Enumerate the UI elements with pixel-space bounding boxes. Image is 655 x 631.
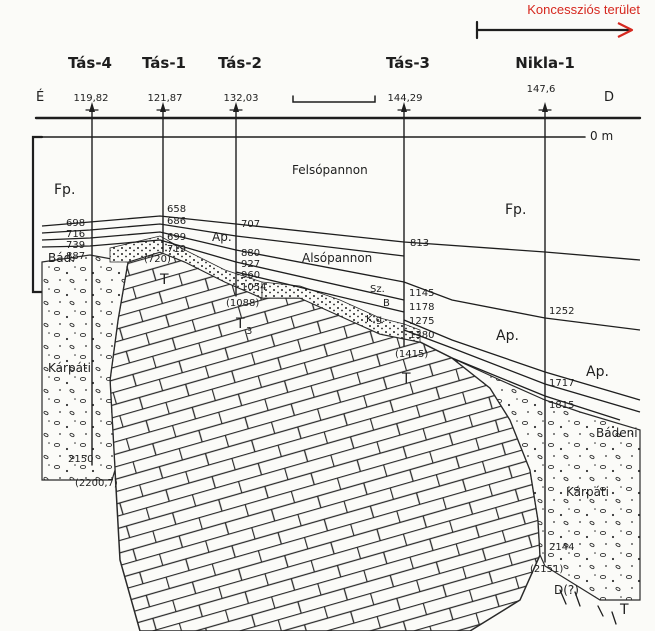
unit-triassic-3: T	[401, 371, 411, 387]
depth-tas2-707: 707	[241, 219, 260, 230]
depth-tas1-bottom: (720)	[144, 254, 171, 265]
depth-tas2-bottom: (1088)	[226, 298, 259, 309]
elevation-nikla-1: 147,6	[527, 84, 556, 95]
unit-triassic-1: T	[159, 272, 169, 288]
well-name-tas-2: Tás-2	[218, 54, 262, 72]
concession-arrow	[475, 20, 634, 40]
unit-triassic-4: T	[619, 602, 629, 618]
unit-ap-right: Ap.	[586, 364, 609, 380]
depth-tas2-1054: 1054	[241, 282, 266, 293]
well-nikla-1	[538, 102, 552, 563]
unit-ap-left: Ap.	[212, 230, 232, 244]
well-name-tas-4: Tás-4	[68, 54, 112, 72]
gravel-layer-left	[109, 235, 263, 299]
compass-south: D	[604, 90, 614, 105]
depth-tas4-739: 739	[66, 240, 85, 251]
depth-nikla1-1252: 1252	[549, 306, 574, 317]
depth-tas3-813: 813	[410, 238, 429, 249]
left-bracket	[31, 135, 44, 294]
elevation-tas-4: 119,82	[74, 93, 109, 104]
unit-fp-right: Fp.	[505, 202, 526, 218]
well-name-tas-1: Tás-1	[142, 54, 186, 72]
unit-sz: Sz.	[370, 284, 385, 295]
unit-ap-mid: Ap.	[496, 328, 519, 344]
unit-kg: K.g.	[366, 314, 385, 325]
depth-tas4-total: (2200,7)	[75, 478, 118, 489]
depth-tas3-1178: 1178	[409, 302, 434, 313]
scale-bar	[292, 95, 376, 103]
depth-nikla1-1815: 1815	[549, 400, 574, 411]
depth-tas4-bottom: 2150	[68, 454, 93, 465]
depth-tas4-887: 887	[66, 251, 85, 262]
compass-north: É	[36, 89, 44, 105]
unit-bad: Bád.	[48, 251, 75, 265]
unit-felsopannon: Felsópannon	[292, 163, 368, 177]
depth-tas3-1380: 1380	[409, 330, 434, 341]
depth-tas4-716: 716	[66, 229, 85, 240]
depth-tas1-699: 699	[167, 232, 186, 243]
well-name-nikla-1: Nikla-1	[515, 54, 575, 72]
concession-label: Koncessziós terület	[527, 2, 640, 17]
depth-nikla1-bottom: (2151)	[530, 564, 563, 575]
depth-nikla1-2144: 2144	[549, 542, 574, 553]
depth-tas3-1275: 1275	[409, 316, 434, 327]
unit-triassic-2: T	[235, 316, 245, 332]
elevation-tas-3: 144,29	[388, 93, 423, 104]
depth-tas1-719: 719	[167, 244, 186, 255]
depth-tas2-960: 960	[241, 270, 260, 281]
well-tas-1	[156, 102, 170, 253]
unit-badeni: Bádeni	[596, 426, 638, 440]
unit-b: B	[383, 298, 390, 309]
unit-karpati-right: Kárpáti	[566, 485, 609, 499]
fault-ticks	[559, 589, 617, 625]
depth-tas3-1145: 1145	[409, 288, 434, 299]
depth-tas2-880: 880	[241, 248, 260, 259]
unit-devonian: D(?)	[554, 583, 579, 597]
depth-tas3-bottom: (1415)	[395, 349, 428, 360]
zero-datum-label: 0 m	[590, 129, 613, 143]
well-tas-2	[229, 102, 243, 297]
conglomerate-right	[419, 341, 641, 601]
depth-nikla1-1717: 1717	[549, 378, 574, 389]
elevation-tas-1: 121,87	[148, 93, 183, 104]
depth-tas2-927: 927	[241, 259, 260, 270]
unit-karpati-left: Kárpáti	[48, 361, 91, 375]
well-tas-3	[397, 102, 411, 347]
well-name-tas-3: Tás-3	[386, 54, 430, 72]
unit-triassic-2-sub: 3	[246, 326, 252, 337]
elevation-tas-2: 132,03	[224, 93, 259, 104]
depth-tas1-686: 686	[167, 216, 186, 227]
conglomerate-left	[41, 254, 129, 481]
depth-tas1-658: 658	[167, 204, 186, 215]
unit-alsopannon: Alsópannon	[302, 251, 372, 265]
depth-tas4-698: 698	[66, 218, 85, 229]
unit-fp-left: Fp.	[54, 182, 75, 198]
well-tas-4	[85, 102, 99, 466]
